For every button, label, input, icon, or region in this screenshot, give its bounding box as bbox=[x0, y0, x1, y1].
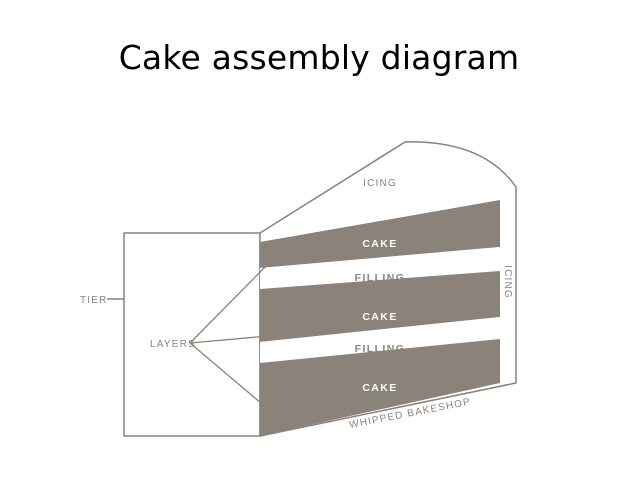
filling-2-label: FILLING bbox=[355, 343, 406, 355]
cake-layer-1 bbox=[260, 200, 500, 268]
layers-leader-line-2 bbox=[189, 335, 269, 344]
tier-bracket bbox=[123, 232, 261, 437]
filling-layer-1 bbox=[260, 247, 500, 289]
filling-1-label: FILLING bbox=[355, 272, 406, 284]
layers-leader-line-3 bbox=[189, 342, 269, 410]
tier-label: TIER bbox=[80, 295, 108, 306]
cake-2-label: CAKE bbox=[362, 311, 397, 323]
cake-3-label: CAKE bbox=[362, 382, 397, 394]
cake-layer-2 bbox=[260, 271, 500, 342]
icing-top-label: ICING bbox=[363, 178, 397, 189]
layers-leader-line-1 bbox=[189, 264, 268, 344]
icing-side-label: ICING bbox=[502, 265, 513, 299]
cake-layer-3 bbox=[260, 339, 500, 436]
slide-title: Cake assembly diagram bbox=[118, 38, 520, 77]
filling-layer-2 bbox=[260, 317, 500, 363]
cake-1-label: CAKE bbox=[362, 238, 397, 250]
layers-label: LAYERS bbox=[150, 339, 196, 350]
